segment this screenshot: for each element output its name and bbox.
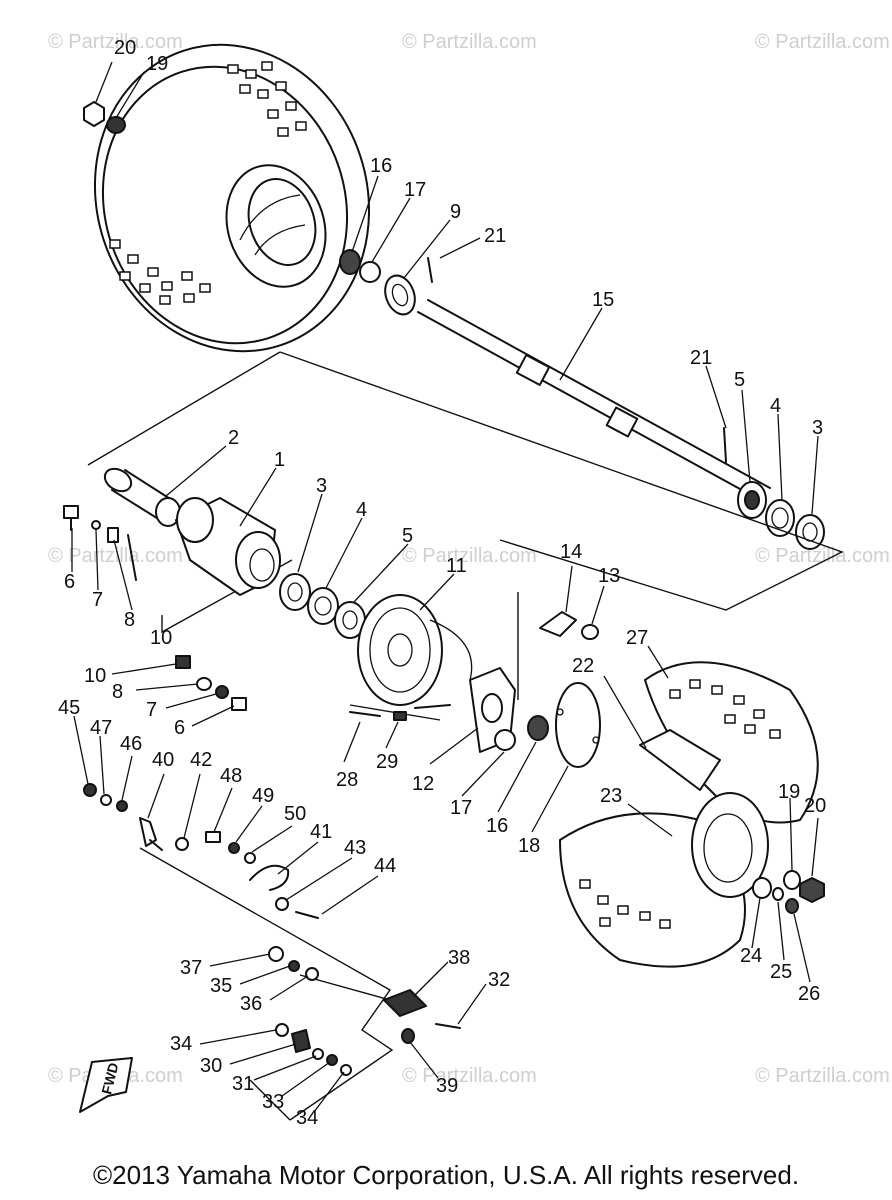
axle-housing-drawing [103, 467, 281, 596]
callout-label: 37 [180, 957, 202, 979]
callout-label: 50 [284, 803, 306, 825]
callout-label: 2 [228, 427, 239, 449]
callout-label: 49 [252, 785, 274, 807]
callout-label: 7 [146, 699, 157, 721]
rear-wheel-right-drawing [559, 661, 819, 968]
callout-label: 33 [262, 1091, 284, 1113]
callout-label: 17 [404, 179, 426, 201]
callout-label: 10 [150, 627, 172, 649]
callout-label: 11 [446, 555, 467, 577]
callout-label: 15 [592, 289, 614, 311]
callout-label: 12 [412, 773, 434, 795]
callout-label: 32 [488, 969, 510, 991]
callout-label: 19 [778, 781, 800, 803]
bearings-right [737, 481, 825, 550]
callout-label: 34 [170, 1033, 192, 1055]
copyright-notice: ©2013 Yamaha Motor Corporation, U.S.A. A… [92, 1160, 800, 1190]
watermark: © Partzilla.com [755, 1065, 890, 1087]
callout-label: 9 [450, 201, 461, 223]
forward-arrow-icon: FWD [79, 1057, 133, 1113]
callout-label: 44 [374, 855, 396, 877]
housing-bolts-upper [63, 505, 137, 581]
callout-label: 30 [200, 1055, 222, 1077]
rear-sprocket-drawing [349, 594, 473, 721]
callout-labels: 20 19 16 17 9 21 15 21 5 4 3 2 1 3 4 5 6… [58, 37, 826, 1129]
callout-label: 24 [740, 945, 762, 967]
watermark: © Partzilla.com [48, 545, 183, 567]
callout-label: 35 [210, 975, 232, 997]
callout-label: 27 [626, 627, 648, 649]
watermark: © Partzilla.com [402, 1065, 537, 1087]
callout-label: 13 [598, 565, 620, 587]
callout-label: 39 [436, 1075, 458, 1097]
rear-wheel-left-drawing [93, 43, 371, 353]
callout-label: 14 [560, 541, 582, 563]
callout-label: 38 [448, 947, 470, 969]
leader-lines [71, 61, 819, 1113]
drive-chain-drawing [349, 704, 451, 721]
callout-label: 19 [146, 53, 168, 75]
callout-label: 34 [296, 1107, 318, 1129]
bearings-middle [279, 573, 366, 639]
callout-label: 46 [120, 733, 142, 755]
rear-axle-drawing [417, 299, 771, 501]
callout-label: 18 [518, 835, 540, 857]
callout-label: 3 [812, 417, 823, 439]
hub-assembly-middle [469, 667, 601, 768]
callout-label: 31 [232, 1073, 254, 1095]
watermark: © Partzilla.com [402, 31, 537, 53]
callout-label: 43 [344, 837, 366, 859]
callout-label: 21 [484, 225, 506, 247]
callout-label: 4 [356, 499, 367, 521]
brake-linkage-drawing [83, 783, 319, 919]
callout-label: 8 [112, 681, 123, 703]
callout-label: 45 [58, 697, 80, 719]
callout-label: 25 [770, 961, 792, 983]
callout-label: 5 [402, 525, 413, 547]
axle-nut-washer-bottom [752, 870, 825, 914]
callout-label: 21 [690, 347, 712, 369]
fwd-label: FWD [98, 1061, 121, 1096]
callout-label: 47 [90, 717, 112, 739]
watermark: © Partzilla.com [755, 545, 890, 567]
callout-label: 48 [220, 765, 242, 787]
callout-label: 42 [190, 749, 212, 771]
callout-label: 20 [804, 795, 826, 817]
callout-label: 5 [734, 369, 745, 391]
callout-label: 7 [92, 589, 103, 611]
callout-label: 6 [174, 717, 185, 739]
callout-label: 10 [84, 665, 106, 687]
callout-label: 22 [572, 655, 594, 677]
brake-rod-drawing [268, 946, 461, 1076]
callout-label: 4 [770, 395, 781, 417]
callout-label: 16 [370, 155, 392, 177]
callout-label: 6 [64, 571, 75, 593]
hub-parts-top [339, 249, 433, 316]
callout-label: 41 [310, 821, 332, 843]
callout-label: 16 [486, 815, 508, 837]
bracket-14-drawing [539, 611, 599, 640]
watermark-layer: © Partzilla.com © Partzilla.com © Partzi… [48, 31, 890, 1087]
callout-label: 20 [114, 37, 136, 59]
callout-label: 8 [124, 609, 135, 631]
callout-label: 29 [376, 751, 398, 773]
callout-label: 26 [798, 983, 820, 1005]
callout-label: 28 [336, 769, 358, 791]
callout-label: 17 [450, 797, 472, 819]
callout-label: 23 [600, 785, 622, 807]
callout-label: 40 [152, 749, 174, 771]
callout-label: 3 [316, 475, 327, 497]
callout-label: 1 [274, 449, 285, 471]
watermark: © Partzilla.com [402, 545, 537, 567]
watermark: © Partzilla.com [48, 31, 183, 53]
callout-label: 36 [240, 993, 262, 1015]
housing-bolts-lower [175, 655, 247, 711]
watermark: © Partzilla.com [755, 31, 890, 53]
